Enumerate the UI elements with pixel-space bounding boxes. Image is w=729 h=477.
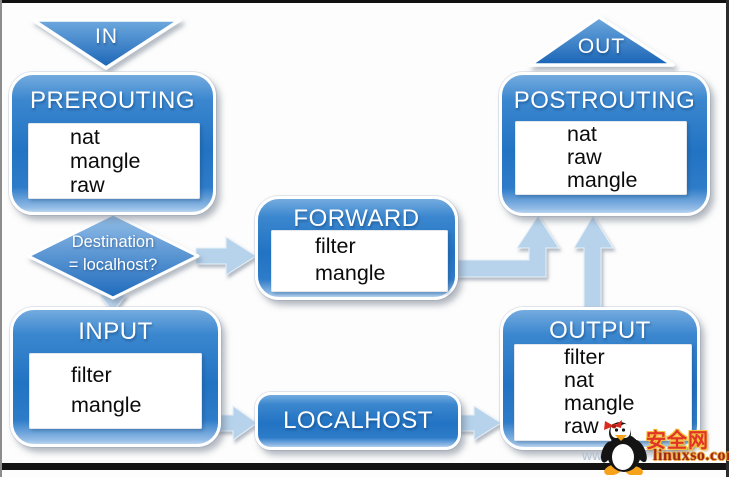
decision-line2: = localhost? [68, 256, 158, 274]
watermark-site-name: 安全网 [646, 430, 709, 452]
table-item: raw [70, 173, 105, 197]
forward-title: FORWARD [293, 205, 420, 232]
arrow-forward-to-postrouting [452, 215, 560, 278]
input-title: INPUT [78, 318, 153, 345]
in-label: IN [95, 25, 118, 48]
table-item: filter [564, 345, 605, 369]
decision-label: Destination = localhost? [43, 231, 183, 277]
table-item: filter [71, 363, 112, 387]
postrouting-title: POSTROUTING [513, 87, 696, 114]
forward-tables: filter mangle [271, 230, 448, 292]
table-item: raw [564, 414, 599, 438]
frame-left-line [0, 0, 2, 477]
output-title: OUTPUT [549, 317, 651, 344]
node-output: OUTPUT filter nat mangle raw [500, 307, 700, 450]
node-postrouting: POSTROUTING nat raw mangle [499, 72, 710, 216]
arrow-output-to-postrouting [573, 215, 614, 313]
out-label: OUT [577, 35, 626, 58]
table-item: filter [315, 234, 356, 258]
arrow-diamond-to-forward [195, 236, 257, 276]
localhost-title: LOCALHOST [283, 407, 433, 434]
frame-right-line [726, 0, 729, 477]
frame-top-line [0, 0, 729, 3]
in-triangle [31, 18, 182, 70]
arrow-localhost-to-output [455, 405, 502, 441]
table-item: mangle [315, 261, 386, 285]
out-triangle [528, 15, 675, 67]
table-item: raw [567, 145, 602, 169]
table-item: nat [564, 368, 594, 392]
output-tables: filter nat mangle raw [514, 344, 692, 441]
prerouting-title: PREROUTING [29, 87, 195, 114]
postrouting-tables: nat raw mangle [515, 121, 687, 195]
frame-bottom-line [0, 463, 729, 470]
node-forward: FORWARD filter mangle [255, 196, 458, 300]
table-item: nat [70, 125, 100, 149]
tux-penguin-icon [600, 420, 647, 475]
node-input: INPUT filter mangle [10, 307, 221, 447]
table-item: mangle [70, 149, 141, 173]
table-item: mangle [564, 391, 635, 415]
node-prerouting: PREROUTING nat mangle raw [9, 72, 216, 215]
table-item: mangle [567, 168, 638, 192]
table-item: mangle [71, 393, 142, 417]
input-tables: filter mangle [29, 353, 202, 429]
watermark-site-domain: linuxso.com [653, 447, 729, 464]
arrow-input-to-localhost [214, 405, 258, 441]
prerouting-tables: nat mangle raw [28, 123, 200, 199]
decision-diamond [26, 212, 200, 300]
table-item: nat [567, 122, 597, 146]
decision-line1: Destination [71, 233, 155, 251]
node-localhost: LOCALHOST [255, 392, 461, 450]
